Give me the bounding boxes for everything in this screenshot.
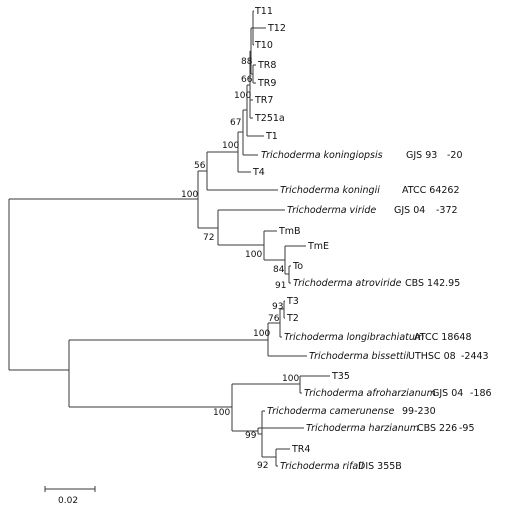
scale-bar: 0.02 <box>44 486 96 506</box>
taxon-t12: T12 <box>267 23 286 34</box>
taxon-afroharzianum: Trichoderma afroharzianum GJS 04 -186 <box>304 388 492 399</box>
bootstrap-100-tr7: 100 <box>234 91 251 101</box>
taxon-t11: T11 <box>254 6 273 17</box>
bootstrap-84: 84 <box>273 265 285 275</box>
bootstrap-67: 67 <box>230 118 241 128</box>
bootstrap-99: 99 <box>245 431 257 441</box>
taxon-t3: T3 <box>286 296 299 307</box>
bootstrap-72: 72 <box>203 233 214 243</box>
taxon-tmb: TmB <box>278 226 301 237</box>
bootstrap-66: 66 <box>241 75 253 85</box>
bootstrap-100-t35: 100 <box>282 374 299 384</box>
taxon-bissettii: Trichoderma bissettii UTHSC 08 -2443 <box>309 351 489 362</box>
bootstrap-100-harzianum: 100 <box>213 408 230 418</box>
bootstrap-100-longibrachiatum: 100 <box>253 329 270 339</box>
taxon-harzianum: Trichoderma harzianum CBS 226 -95 <box>306 423 475 434</box>
taxon-to: To <box>292 261 303 272</box>
bootstrap-56: 56 <box>194 161 206 171</box>
taxon-tr7: TR7 <box>254 95 273 106</box>
taxon-viride: Trichoderma viride GJS 04 -372 <box>287 205 458 216</box>
upper-clade-branches <box>197 10 306 284</box>
bootstrap-values: 88 66 100 67 100 56 100 72 100 84 91 93 … <box>181 57 299 471</box>
taxon-koningii: Trichoderma koningii ATCC 64262 <box>280 185 460 196</box>
scale-bar-label: 0.02 <box>58 496 78 506</box>
taxon-koningiopsis: Trichoderma koningiopsis GJS 93 -20 <box>261 150 463 161</box>
lower-clade-branches <box>68 300 330 467</box>
bootstrap-92: 92 <box>257 461 268 471</box>
taxon-t10: T10 <box>254 40 273 51</box>
taxon-longibrachiatum: Trichoderma longibrachiatum ATCC 18648 <box>284 332 472 343</box>
taxon-tr4: TR4 <box>291 444 310 455</box>
bootstrap-93: 93 <box>272 302 283 312</box>
taxon-t2: T2 <box>286 313 299 324</box>
bootstrap-100-clade1: 100 <box>181 190 198 200</box>
bootstrap-100-koningiopsis: 100 <box>222 141 239 151</box>
taxon-t251a: T251a <box>254 113 285 124</box>
taxon-rifaii: Trichoderma rifaii DIS 355B <box>280 461 402 472</box>
taxon-t4: T4 <box>252 167 265 178</box>
taxon-labels: T11 T12 T10 TR8 TR9 TR7 T251a T1 Trichod… <box>252 6 492 472</box>
bootstrap-91: 91 <box>275 281 286 291</box>
taxon-atroviride: Trichoderma atroviride CBS 142.95 <box>293 278 460 289</box>
taxon-t35: T35 <box>331 371 350 382</box>
bootstrap-100-tm: 100 <box>245 250 262 260</box>
taxon-tme: TmE <box>307 241 329 252</box>
bootstrap-76: 76 <box>268 314 280 324</box>
taxon-tr9: TR9 <box>257 78 276 89</box>
taxon-t1: T1 <box>265 131 278 142</box>
root-branches <box>8 198 198 371</box>
taxon-camerunense: Trichoderma camerunense 99-230 <box>267 406 436 417</box>
taxon-tr8: TR8 <box>257 60 276 71</box>
bootstrap-88: 88 <box>241 57 253 67</box>
